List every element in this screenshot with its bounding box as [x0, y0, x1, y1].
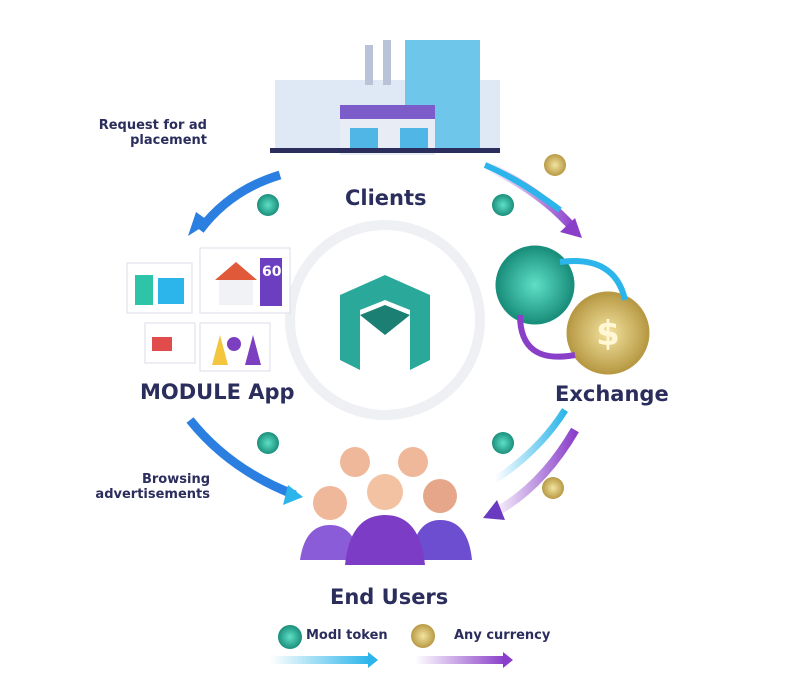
- center-logo-icon: [340, 275, 430, 370]
- legend-currency-coin-icon: [411, 624, 435, 648]
- exchange-coins-icon: $: [495, 245, 650, 375]
- request-line1: Request for ad: [98, 118, 207, 133]
- request-annotation: Request for ad placement: [99, 118, 207, 148]
- end-users-label: End Users: [330, 585, 449, 609]
- legend-token-coin-icon: [278, 625, 302, 649]
- arrow-exchange-users: [487, 427, 579, 520]
- legend-currency-label: Any currency: [454, 628, 551, 643]
- browsing-annotation: Browsing advertisements: [95, 472, 210, 502]
- legend-token-label: Modl token: [306, 628, 388, 643]
- ad-badge: 60: [262, 264, 282, 280]
- currency-coin-icon: [542, 154, 566, 499]
- exchange-label: Exchange: [555, 382, 669, 406]
- browsing-line2: advertisements: [95, 487, 210, 502]
- arrow-app-users: [186, 417, 297, 500]
- legend-currency-arrow: [415, 656, 505, 664]
- clients-label: Clients: [345, 186, 427, 210]
- legend-token-arrow: [270, 656, 370, 664]
- svg-text:$: $: [596, 314, 620, 354]
- token-coin-icon: [257, 194, 514, 454]
- module-app-ad-cards: [126, 247, 291, 372]
- end-users-group-icon: [300, 447, 472, 565]
- request-line2: placement: [130, 133, 207, 148]
- clients-factory-icon: [270, 40, 500, 155]
- module-app-label: MODULE App: [140, 380, 295, 404]
- browsing-line1: Browsing: [141, 472, 210, 487]
